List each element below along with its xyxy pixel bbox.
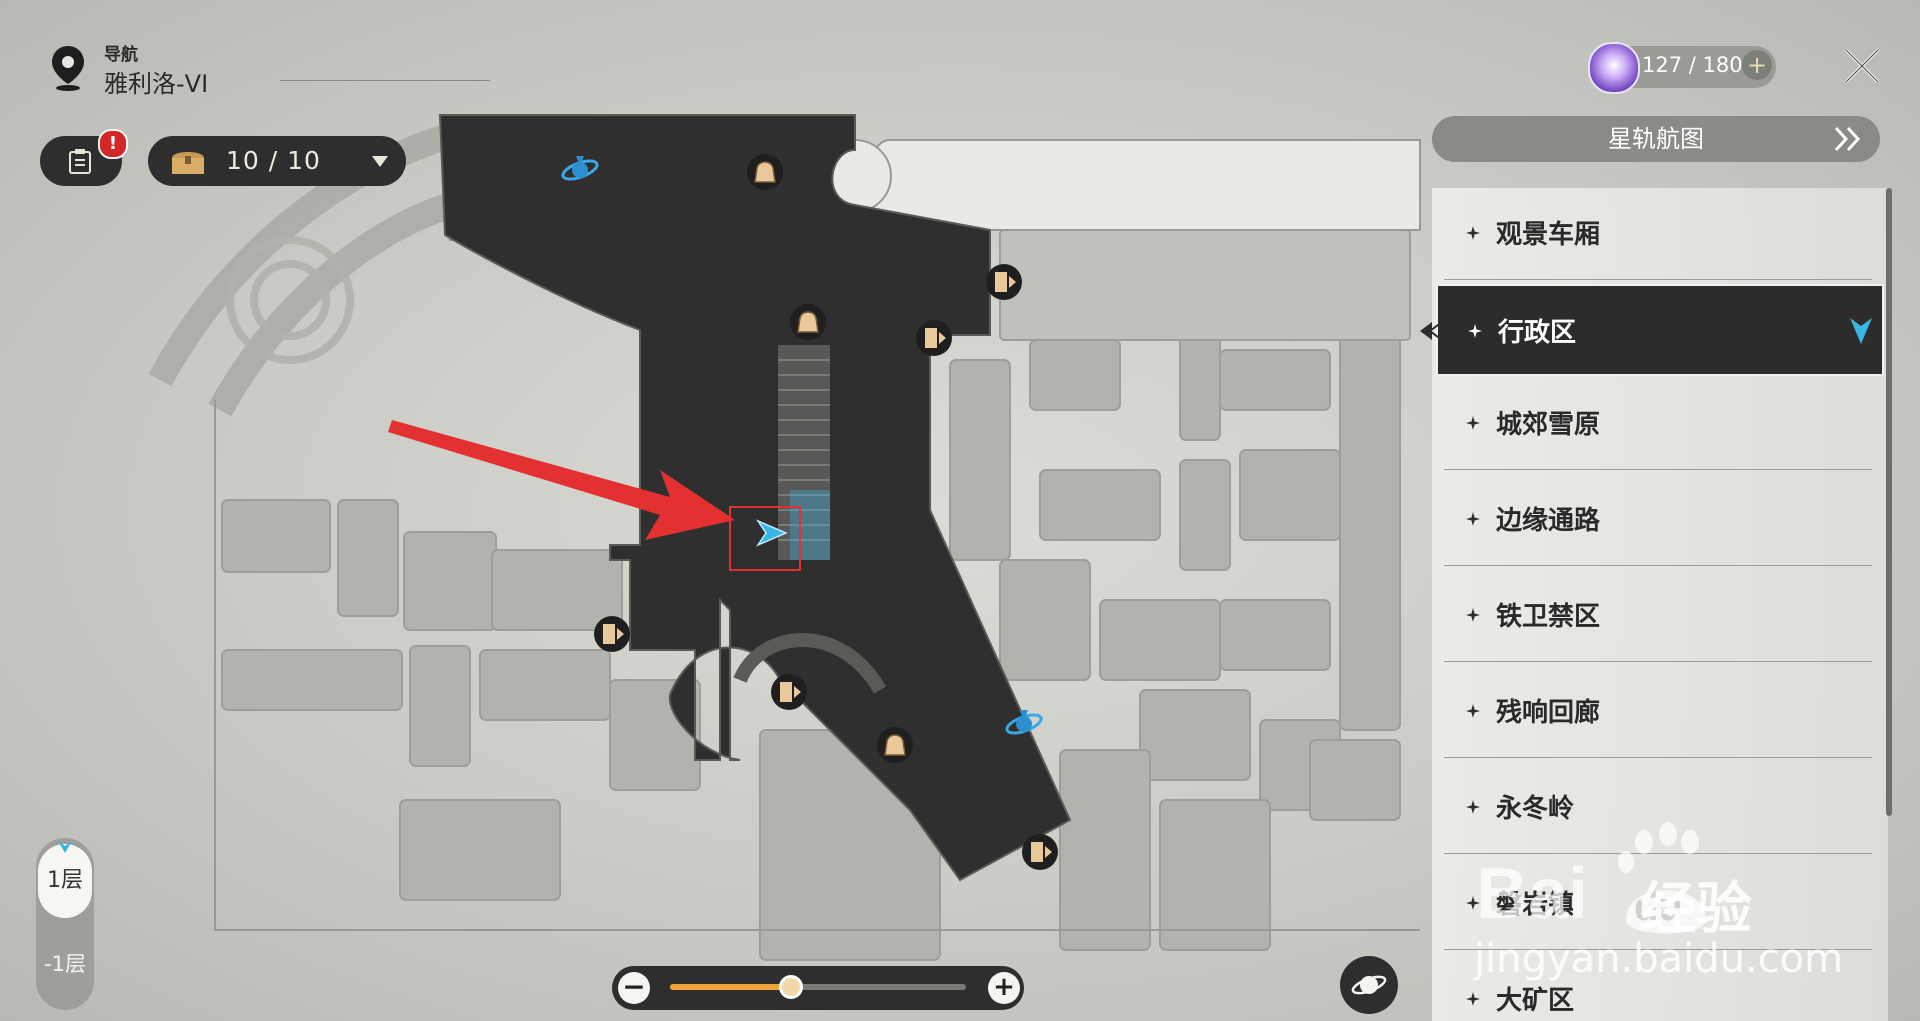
map-marker-teleport[interactable] bbox=[561, 156, 600, 183]
area-item-label: 磐岩镇 bbox=[1496, 890, 1575, 920]
area-item-label: 大矿区 bbox=[1496, 986, 1575, 1016]
area-item[interactable]: 城郊雪原 bbox=[1436, 378, 1884, 470]
sparkle-icon bbox=[1466, 226, 1480, 240]
area-list-scrollbar[interactable] bbox=[1886, 188, 1892, 816]
area-item-label: 永冬岭 bbox=[1496, 794, 1575, 824]
area-item[interactable]: 永冬岭 bbox=[1436, 762, 1884, 854]
annotation-highlight-box bbox=[729, 506, 801, 571]
area-item[interactable]: 残响回廊 bbox=[1436, 666, 1884, 758]
map-marker-door[interactable] bbox=[916, 320, 952, 356]
annotation-red-arrow bbox=[388, 420, 735, 540]
player-position-arrow bbox=[755, 519, 788, 547]
chevron-down-icon bbox=[372, 156, 388, 167]
sparkle-icon bbox=[1466, 416, 1480, 430]
area-item-label: 边缘通路 bbox=[1496, 506, 1601, 536]
navigation-header: 导航 雅利洛-VI bbox=[48, 38, 490, 98]
sparkle-icon bbox=[1466, 512, 1480, 526]
map-marker-door[interactable] bbox=[986, 264, 1022, 300]
star-rail-map-button[interactable]: 星轨航图 bbox=[1432, 116, 1880, 162]
zoom-slider-handle[interactable] bbox=[779, 975, 804, 999]
map-arcs bbox=[148, 117, 474, 417]
floor-1-button[interactable]: 1层 bbox=[38, 844, 92, 918]
notification-badge: ! bbox=[98, 129, 128, 159]
double-chevron-right-icon bbox=[1834, 126, 1861, 152]
current-floor-marker-icon bbox=[58, 841, 72, 853]
nav-label: 导航 bbox=[104, 45, 138, 65]
sparkle-icon bbox=[1466, 992, 1480, 1006]
svg-text:Bai: Bai bbox=[1476, 854, 1588, 934]
clipboard-icon bbox=[69, 149, 91, 174]
current-world-name: 雅利洛-VI bbox=[104, 70, 209, 98]
current-location-marker-icon bbox=[1850, 318, 1872, 344]
watermark-url: jingyan.baidu.com bbox=[1474, 936, 1844, 982]
area-item[interactable]: 观景车厢 bbox=[1436, 188, 1884, 280]
location-pin-icon bbox=[52, 46, 84, 91]
map-marker-bell[interactable] bbox=[747, 154, 783, 190]
staircase bbox=[778, 345, 830, 560]
treasure-chest-counter[interactable]: 10 / 10 bbox=[148, 136, 406, 186]
sparkle-icon bbox=[1466, 704, 1480, 718]
close-icon[interactable] bbox=[1842, 46, 1882, 86]
area-item-label: 观景车厢 bbox=[1496, 220, 1601, 250]
zoom-slider-fill bbox=[670, 984, 792, 990]
chest-count-text: 10 / 10 bbox=[226, 146, 321, 175]
planet-icon bbox=[1351, 975, 1387, 995]
map-marker-bell[interactable] bbox=[790, 304, 826, 340]
treasure-chest-icon bbox=[172, 152, 204, 174]
area-item[interactable]: 磐岩镇 bbox=[1436, 858, 1884, 950]
map-marker-door[interactable] bbox=[771, 674, 807, 710]
map-buildings bbox=[221, 229, 1411, 961]
area-item-label: 城郊雪原 bbox=[1496, 410, 1601, 440]
zoom-slider-track[interactable] bbox=[670, 984, 966, 990]
selection-pointer-icon bbox=[1420, 320, 1443, 342]
add-power-button[interactable]: + bbox=[1742, 50, 1772, 80]
map-floor-area bbox=[438, 114, 1072, 882]
map-marker-teleport[interactable] bbox=[1005, 710, 1044, 737]
sparkle-icon bbox=[1466, 896, 1480, 910]
sparkle-icon bbox=[1466, 608, 1480, 622]
sparkle-icon bbox=[1468, 324, 1482, 338]
area-item[interactable]: 边缘通路 bbox=[1436, 474, 1884, 566]
svg-text:du: du bbox=[1634, 885, 1683, 929]
area-item-label: 行政区 bbox=[1498, 318, 1577, 348]
zoom-in-button[interactable]: + bbox=[988, 972, 1020, 1004]
area-item[interactable]: 大矿区 bbox=[1436, 954, 1884, 1021]
baidu-watermark-logo: Bai du bbox=[1476, 822, 1706, 934]
map-marker-bell[interactable] bbox=[877, 727, 913, 763]
area-item[interactable]: 铁卫禁区 bbox=[1436, 570, 1884, 662]
area-item-active[interactable]: 行政区 bbox=[1436, 284, 1884, 376]
zoom-out-button[interactable]: − bbox=[618, 972, 650, 1004]
sparkle-icon bbox=[1466, 800, 1480, 814]
map-marker-door[interactable] bbox=[594, 616, 630, 652]
trailblaze-power-icon bbox=[1588, 42, 1640, 94]
header-divider bbox=[280, 80, 490, 81]
trailblaze-power-value: 127 / 180 bbox=[1642, 53, 1743, 77]
watermark-text: 经验 bbox=[1640, 877, 1752, 942]
floor-minus-1-button[interactable]: -1层 bbox=[44, 952, 86, 976]
map-marker-door[interactable] bbox=[1022, 834, 1058, 870]
area-item-label: 铁卫禁区 bbox=[1496, 602, 1601, 632]
area-item-label: 残响回廊 bbox=[1496, 698, 1601, 728]
